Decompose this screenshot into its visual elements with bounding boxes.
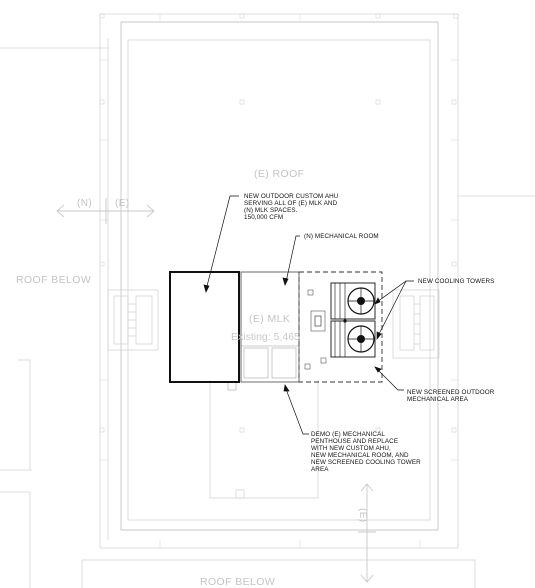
mech-room-equipment bbox=[304, 289, 327, 370]
north-arrow-horizontal bbox=[56, 198, 155, 224]
callout-ahu-line: SERVING ALL OF (E) MLK AND bbox=[244, 200, 338, 207]
callout-demo-line: AREA bbox=[311, 466, 329, 473]
mechanical-room-outline bbox=[240, 271, 300, 383]
callout-screened-area-line: NEW SCREENED OUTDOOR bbox=[407, 389, 495, 396]
leader-lines bbox=[203, 195, 414, 435]
callout-demo-line: NEW MECHANICAL ROOM, AND bbox=[311, 452, 409, 459]
callout-ahu-line: (N) MLK SPACES. bbox=[244, 207, 298, 214]
callout-screened-area-line: MECHANICAL AREA bbox=[407, 396, 469, 403]
parapet-ticks bbox=[100, 14, 458, 548]
label-mlk: (E) MLK bbox=[249, 313, 290, 325]
stair-right bbox=[392, 289, 440, 359]
north-arrow-vertical bbox=[358, 483, 376, 583]
north-label-existing: (E) bbox=[115, 198, 130, 209]
column-markers bbox=[99, 13, 459, 433]
callout-mech-room: (N) MECHANICAL ROOM bbox=[304, 233, 379, 240]
label-roof-below-bottom: ROOF BELOW bbox=[200, 576, 275, 588]
cooling-tower-upper bbox=[330, 282, 376, 320]
screened-mechanical-area bbox=[298, 271, 383, 383]
north-label-new: (N) bbox=[77, 198, 92, 209]
callout-mech-room-line: (N) MECHANICAL ROOM bbox=[304, 233, 379, 240]
callout-cooling-towers-line: NEW COOLING TOWERS bbox=[418, 278, 494, 285]
callout-cooling-towers: NEW COOLING TOWERS bbox=[418, 278, 494, 285]
custom-ahu bbox=[169, 271, 240, 383]
callout-demo-line: PENTHOUSE AND REPLACE bbox=[311, 438, 398, 445]
tower-valve-symbol bbox=[343, 319, 347, 323]
callout-ahu: NEW OUTDOOR CUSTOM AHU SERVING ALL OF (E… bbox=[244, 193, 339, 221]
label-existing-roof: (E) ROOF bbox=[254, 168, 304, 180]
callout-demo-line: WITH NEW CUSTOM AHU, bbox=[311, 445, 391, 452]
callout-demo-line: DEMO (E) MECHANICAL bbox=[311, 431, 385, 438]
stair-left bbox=[107, 289, 159, 351]
callout-demo: DEMO (E) MECHANICAL PENTHOUSE AND REPLAC… bbox=[311, 431, 421, 473]
callout-screened-area: NEW SCREENED OUTDOOR MECHANICAL AREA bbox=[407, 389, 495, 403]
callout-demo-line: NEW SCREENED COOLING TOWER bbox=[311, 459, 421, 466]
label-roof-below-left: ROOF BELOW bbox=[16, 274, 91, 286]
label-existing-area: Existing: 5,465 bbox=[231, 331, 300, 343]
callout-ahu-line: 150,000 CFM bbox=[244, 214, 283, 221]
callout-ahu-line: NEW OUTDOOR CUSTOM AHU bbox=[244, 193, 339, 200]
east-label-existing: (E) bbox=[357, 508, 368, 523]
cooling-tower-lower bbox=[330, 320, 376, 358]
